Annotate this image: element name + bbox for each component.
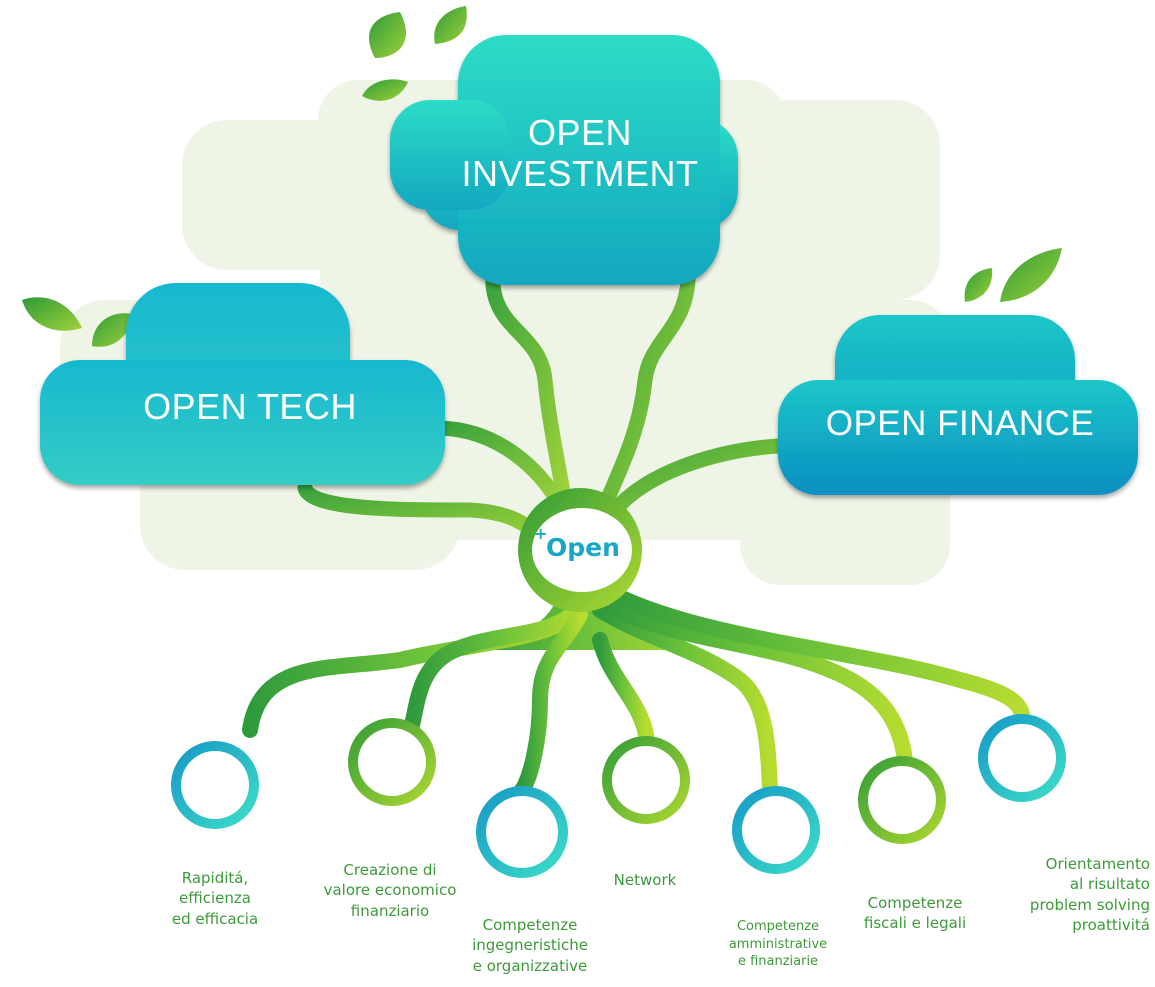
circle-amministrative	[732, 786, 820, 874]
circle-orientamento	[978, 714, 1066, 802]
root-label-amministrative: Competenze amministrative e finanziarie	[708, 918, 848, 971]
root-label-rapidita: Rapiditá, efficienza ed efficacia	[135, 868, 295, 929]
root-label-line: fiscali e legali	[863, 914, 967, 933]
leaf-icon	[92, 313, 132, 347]
root-label-line: Competenze	[867, 894, 963, 912]
circle-creazione	[348, 718, 436, 806]
branches	[297, 262, 786, 548]
logo-plus: +	[534, 524, 548, 543]
leaf-icon	[362, 79, 408, 101]
leaf-icon	[964, 268, 993, 302]
root-label-line: Network	[613, 871, 677, 889]
circle-ingegneristiche	[476, 786, 568, 878]
cloud-label-line: OPEN	[527, 112, 633, 153]
cloud-label-line: OPEN FINANCE	[825, 404, 1095, 443]
root-label-line: valore economico	[323, 881, 457, 900]
root-label-ingegneristiche: Competenze ingegneristiche e organizzati…	[450, 915, 610, 976]
root-label-line: al risultato	[1069, 875, 1150, 894]
root-label-line: amministrative	[728, 936, 828, 952]
root-label-network: Network	[585, 870, 705, 890]
leaves	[22, 6, 1062, 347]
leaf-icon	[434, 6, 467, 44]
root-circles	[171, 714, 1066, 878]
leaf-icon	[22, 297, 82, 331]
circle-network	[602, 736, 690, 824]
root-label-line: finanziario	[350, 901, 430, 920]
root-label-line: ingegneristiche	[472, 936, 588, 955]
root-label-line: problem solving	[1029, 895, 1150, 914]
root-label-line: proattivitá	[1072, 915, 1150, 934]
circle-rapidita	[171, 741, 259, 829]
cloud-open-investment	[390, 35, 738, 285]
root-label-line: Rapiditá,	[181, 869, 249, 887]
roots	[242, 582, 1030, 798]
cloud-label-open-tech: OPEN TECH	[70, 386, 430, 427]
logo-text: Open	[546, 533, 620, 562]
leaf-icon	[1000, 248, 1062, 302]
root-label-creazione: Creazione di valore economico finanziari…	[310, 860, 470, 921]
cloud-label-open-investment: OPEN INVESTMENT	[440, 112, 720, 195]
circle-fiscali	[858, 756, 946, 844]
root-label-line: Competenze	[736, 919, 820, 934]
root-label-line: Competenze	[482, 916, 578, 934]
cloud-label-line: INVESTMENT	[461, 153, 699, 195]
leaf-icon	[369, 12, 406, 58]
root-label-line: Creazione di	[343, 861, 437, 879]
logo-badge	[518, 488, 642, 612]
root-label-line: e organizzative	[472, 956, 588, 975]
cloud-open-tech	[40, 283, 445, 485]
root-label-orientamento: Orientamento al risultato problem solvin…	[1000, 854, 1150, 935]
root-label-line: efficienza	[179, 889, 251, 908]
cloud-label-line: OPEN TECH	[143, 386, 357, 427]
root-label-fiscali: Competenze fiscali e legali	[845, 893, 985, 934]
root-label-line: ed efficacia	[171, 909, 259, 928]
root-label-line: Orientamento	[1045, 855, 1150, 873]
cloud-label-open-finance: OPEN FINANCE	[790, 404, 1130, 444]
root-label-line: e finanziarie	[737, 954, 819, 970]
cloud-open-finance	[778, 315, 1138, 495]
